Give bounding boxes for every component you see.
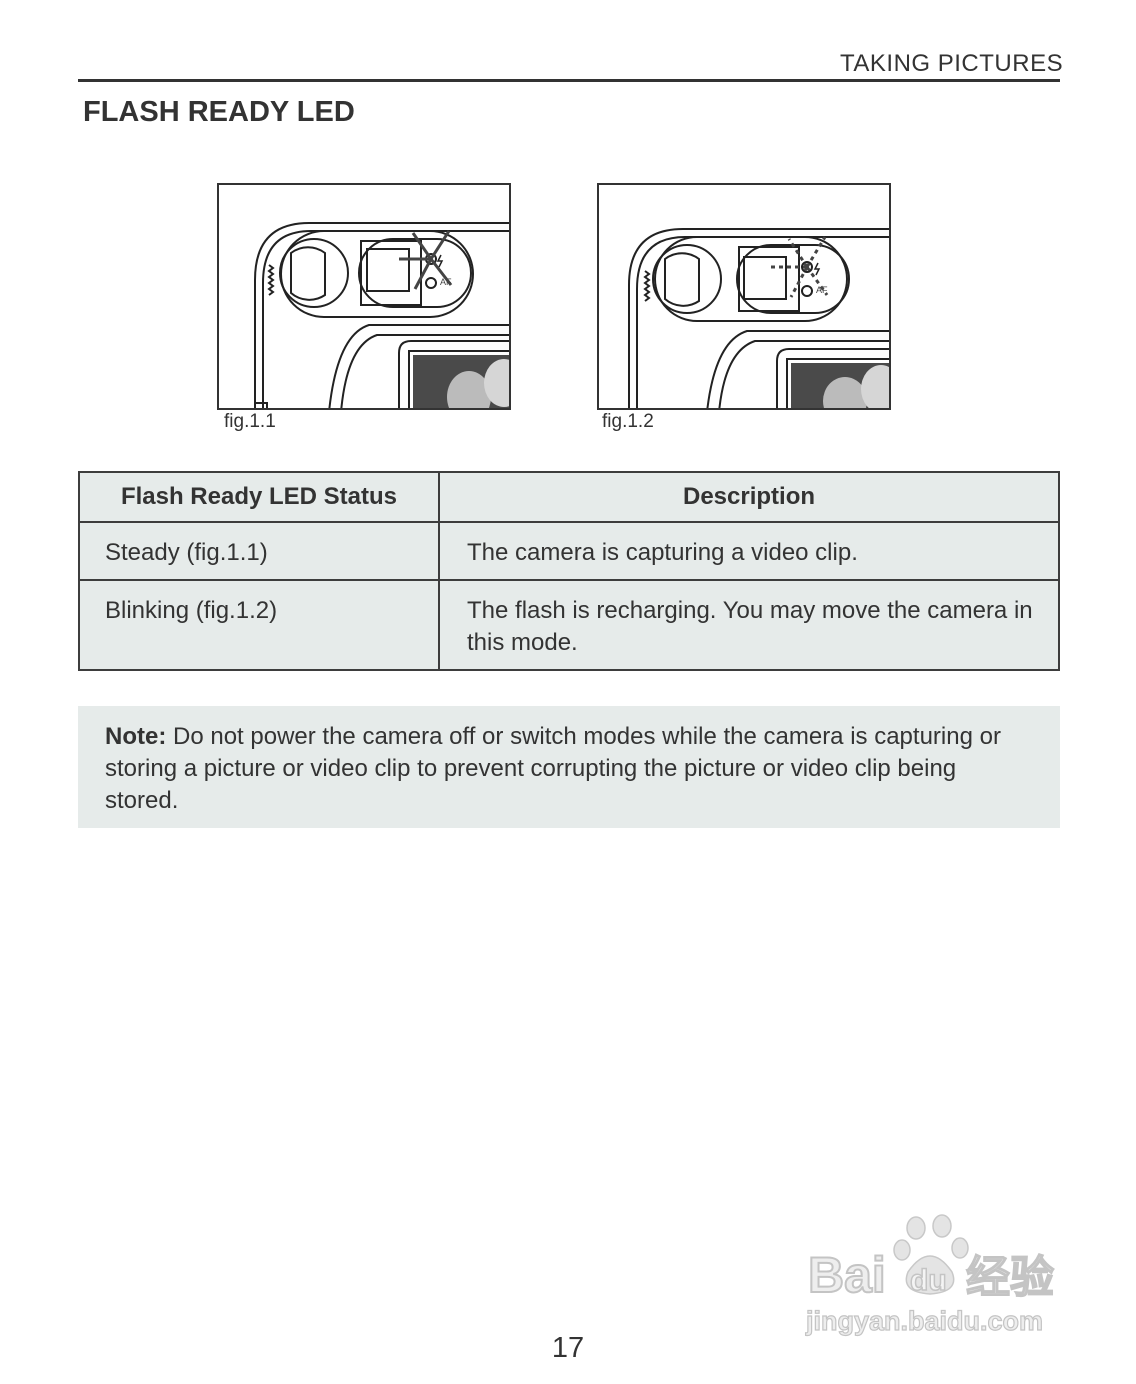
watermark-brand: Bai xyxy=(808,1247,886,1303)
figure-caption: fig.1.1 xyxy=(224,411,276,432)
af-label: AF xyxy=(440,277,452,287)
note-text: Do not power the camera off or switch mo… xyxy=(105,723,1001,814)
watermark-brand-du: du xyxy=(910,1264,947,1297)
camera-illustration-steady: AF xyxy=(254,222,509,408)
led-status-table: Flash Ready LED Status Description Stead… xyxy=(78,471,1060,671)
table-header-row: Flash Ready LED Status Description xyxy=(78,471,1060,523)
status-cell: Blinking (fig.1.2) xyxy=(78,579,440,671)
watermark-cn: 经验 xyxy=(966,1252,1054,1303)
table-row: Steady (fig.1.1) The camera is capturing… xyxy=(78,521,1060,581)
description-cell: The camera is capturing a video clip. xyxy=(438,521,1060,581)
status-cell: Steady (fig.1.1) xyxy=(78,521,440,581)
paw-logo-icon: Bai du 经验 jingyan.baidu.com xyxy=(804,1214,1055,1337)
watermark-logo: Bai du 经验 jingyan.baidu.com xyxy=(800,1212,1070,1342)
page-number: 17 xyxy=(551,1332,585,1364)
description-cell: The flash is recharging. You may move th… xyxy=(438,579,1060,671)
note-box: Note: Do not power the camera off or swi… xyxy=(78,706,1060,828)
figure-caption: fig.1.2 xyxy=(602,411,654,432)
page-title: FLASH READY LED xyxy=(83,96,355,128)
figure-blinking-led: AF xyxy=(597,183,891,410)
figure-steady-led: AF xyxy=(217,183,511,410)
column-header: Flash Ready LED Status xyxy=(78,471,440,523)
header-rule xyxy=(78,79,1060,82)
note-label: Note: xyxy=(105,723,167,750)
watermark-url: jingyan.baidu.com xyxy=(805,1306,1043,1336)
running-header: TAKING PICTURES xyxy=(840,50,1064,77)
camera-illustration-blinking: AF xyxy=(628,228,889,408)
table-row: Blinking (fig.1.2) The flash is rechargi… xyxy=(78,579,1060,671)
column-header: Description xyxy=(438,471,1060,523)
